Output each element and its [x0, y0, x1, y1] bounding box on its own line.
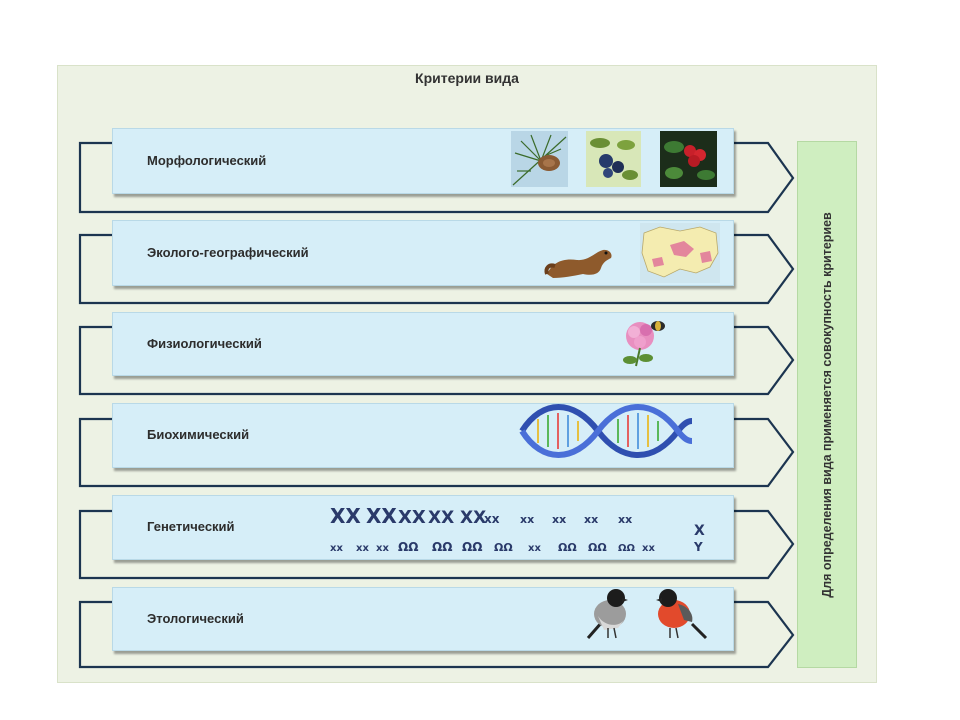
svg-text:хх: хх: [618, 513, 632, 526]
svg-text:ХХ: ХХ: [460, 508, 486, 528]
svg-text:ХХ: ХХ: [330, 504, 361, 528]
bullfinch-female-picture: [586, 589, 628, 639]
dna-helix-picture: [519, 404, 693, 458]
arrow-row-3: [78, 325, 795, 396]
arrow-row-5: [78, 509, 795, 580]
bullfinch-male-picture: [656, 589, 708, 640]
svg-text:ΩΩ: ΩΩ: [398, 540, 418, 554]
side-note-panel: Для определения вида применяется совокуп…: [797, 141, 857, 668]
range-map-picture: [640, 223, 720, 283]
criterion-label: Эколого-географический: [147, 245, 309, 260]
criterion-label: Биохимический: [147, 427, 250, 442]
criterion-genetic: Генетический: [112, 495, 734, 560]
arrow-row-6: [78, 600, 795, 669]
svg-text:Y: Y: [693, 540, 703, 554]
arrow-row-1: [78, 141, 795, 214]
clover-bee-picture: [623, 321, 665, 367]
pine-cone-picture: [511, 131, 568, 187]
marten-picture: [544, 249, 612, 278]
svg-text:хх: хх: [376, 543, 389, 554]
svg-text:ΩΩ: ΩΩ: [588, 541, 607, 554]
svg-text:ΩΩ: ΩΩ: [462, 540, 482, 554]
chromosome-set-picture: ХХ ХХ ХХ ХХ ХХ хх хх хх хх хх Х хх хх хх…: [330, 504, 705, 554]
svg-text:хх: хх: [528, 543, 541, 554]
criterion-label: Физиологический: [147, 336, 262, 351]
svg-text:хх: хх: [552, 513, 566, 526]
criterion-ecogeographic: Эколого-географический: [112, 220, 734, 286]
diagram-title: Критерии вида: [415, 70, 519, 86]
svg-text:хх: хх: [356, 543, 369, 554]
svg-text:ХХ: ХХ: [366, 504, 397, 528]
svg-text:ΩΩ: ΩΩ: [558, 541, 577, 554]
svg-text:ΩΩ: ΩΩ: [432, 540, 452, 554]
criterion-ethological: Этологический: [112, 587, 734, 651]
arrow-row-4: [78, 417, 795, 488]
svg-text:хх: хх: [584, 513, 598, 526]
blueberry-picture: [586, 131, 641, 187]
svg-text:ΩΩ: ΩΩ: [494, 541, 513, 554]
svg-text:хх: хх: [642, 543, 655, 554]
svg-text:ХХ: ХХ: [398, 507, 426, 528]
criterion-label: Морфологический: [147, 153, 267, 168]
svg-text:ΩΩ: ΩΩ: [618, 543, 636, 554]
lingonberry-picture: [660, 131, 717, 187]
arrow-row-2: [78, 233, 795, 305]
criterion-label: Генетический: [147, 519, 235, 534]
svg-text:Х: Х: [694, 523, 705, 539]
side-note-text: Для определения вида применяется совокуп…: [820, 211, 834, 598]
criterion-label: Этологический: [147, 611, 244, 626]
svg-text:хх: хх: [484, 512, 500, 526]
svg-text:хх: хх: [520, 513, 534, 526]
svg-text:ХХ: ХХ: [428, 508, 454, 528]
svg-text:хх: хх: [330, 543, 343, 554]
